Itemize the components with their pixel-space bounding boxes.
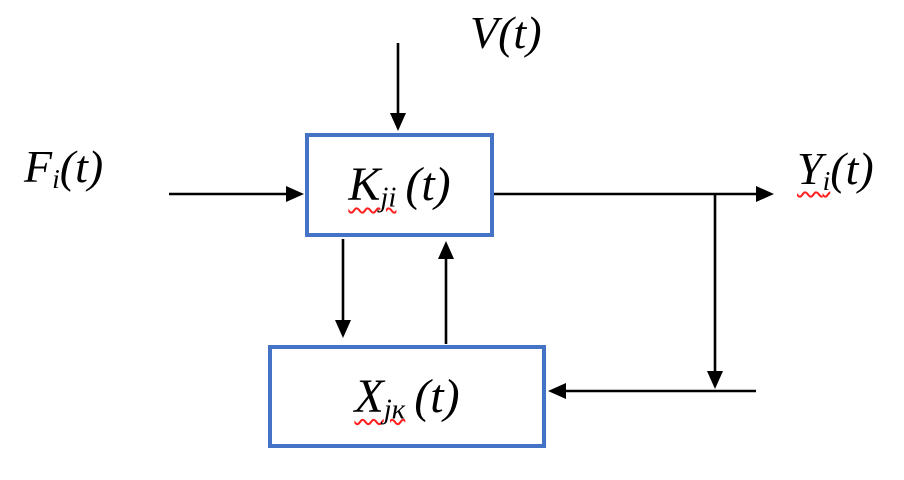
x-label-main: X [354, 369, 384, 423]
y-label-suffix: (t) [830, 143, 874, 194]
feedback-branch-arrow [707, 194, 723, 389]
x-label-suffix: (t) [414, 369, 460, 423]
y-output-label: Yi(t) [797, 143, 874, 197]
k-label-squiggled-part: Kji [348, 158, 397, 214]
y-label-sub: i [822, 165, 831, 197]
k-block: Kji(t) [305, 133, 494, 237]
y-label-squiggled-part: Yi [797, 143, 831, 197]
k-label-sub: ji [380, 181, 397, 214]
x-block-label: Xjк(t) [354, 369, 460, 423]
v-input-label: V(t) [470, 10, 542, 56]
x-block: Xjк(t) [268, 345, 546, 448]
x-to-k-arrow [438, 241, 454, 344]
v-label-suffix: (t) [498, 7, 542, 58]
f-input-arrow [169, 186, 304, 202]
v-input-arrow [390, 43, 406, 131]
y-label-main: Y [797, 143, 823, 194]
k-to-x-arrow [335, 239, 351, 338]
feedback-return-arrow [548, 383, 756, 399]
k-label-suffix: (t) [405, 158, 451, 211]
f-label-main: F [24, 141, 53, 192]
x-label-squiggled-part: Xjк [354, 370, 405, 423]
f-label-suffix: (t) [59, 141, 104, 192]
output-arrow [494, 186, 774, 202]
f-label-sub: i [52, 163, 60, 195]
k-block-label: Kji(t) [348, 158, 451, 214]
f-input-label: Fi(t) [24, 141, 104, 193]
k-label-main: K [348, 158, 381, 211]
v-label-main: V [470, 7, 499, 58]
x-label-sub: jк [383, 392, 406, 425]
